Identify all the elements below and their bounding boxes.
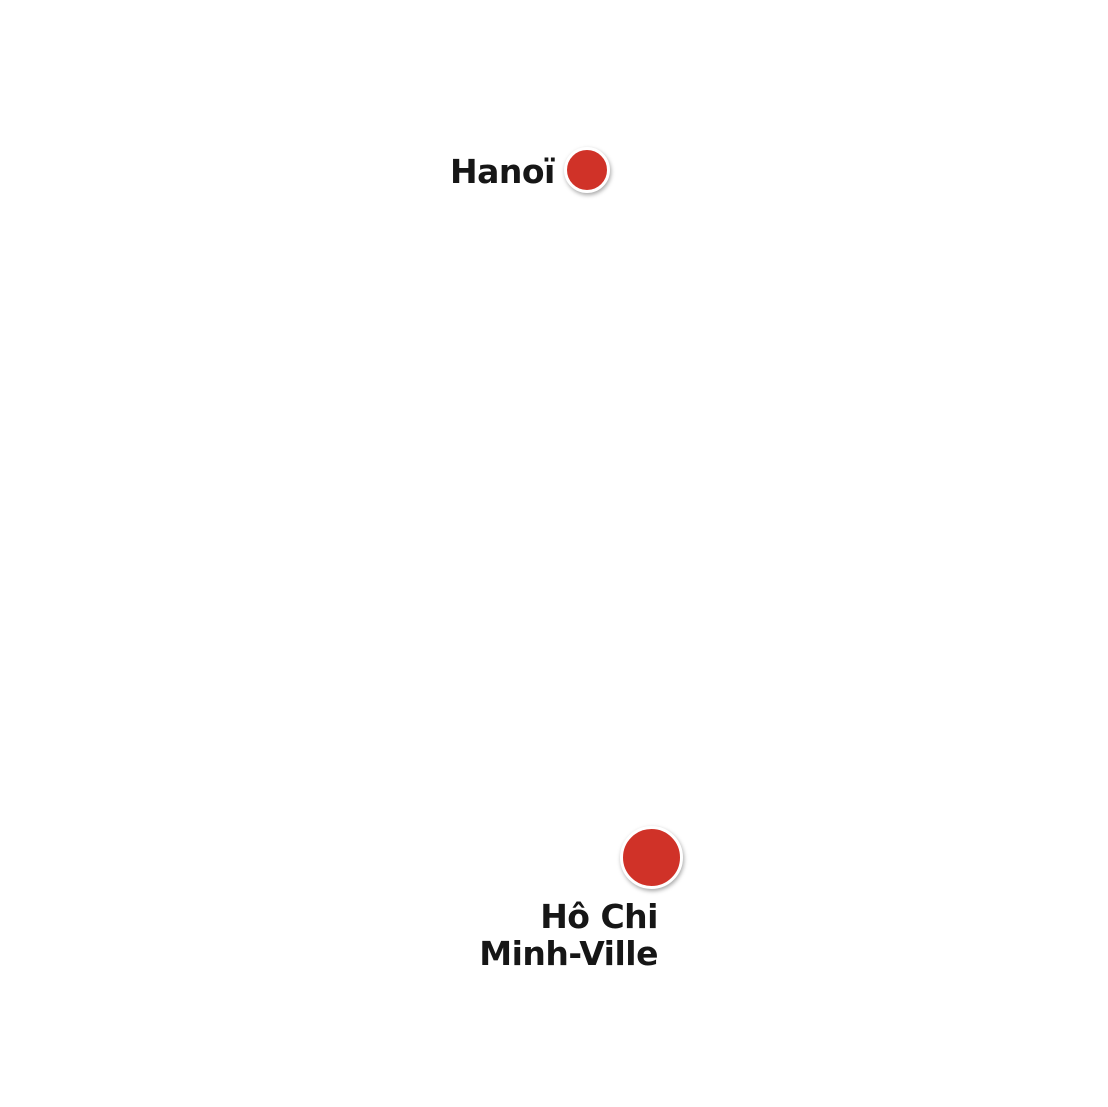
city-label-hanoi: Hanoï [450, 152, 555, 191]
city-label-ho-chi-minh-line1: Hô Chi [540, 897, 658, 936]
city-marker-hanoi[interactable] [564, 147, 610, 193]
city-label-ho-chi-minh-line2: Minh-Ville [479, 934, 658, 973]
city-label-ho-chi-minh: Hô Chi Minh-Ville [470, 898, 658, 972]
city-marker-ho-chi-minh[interactable] [620, 826, 683, 889]
